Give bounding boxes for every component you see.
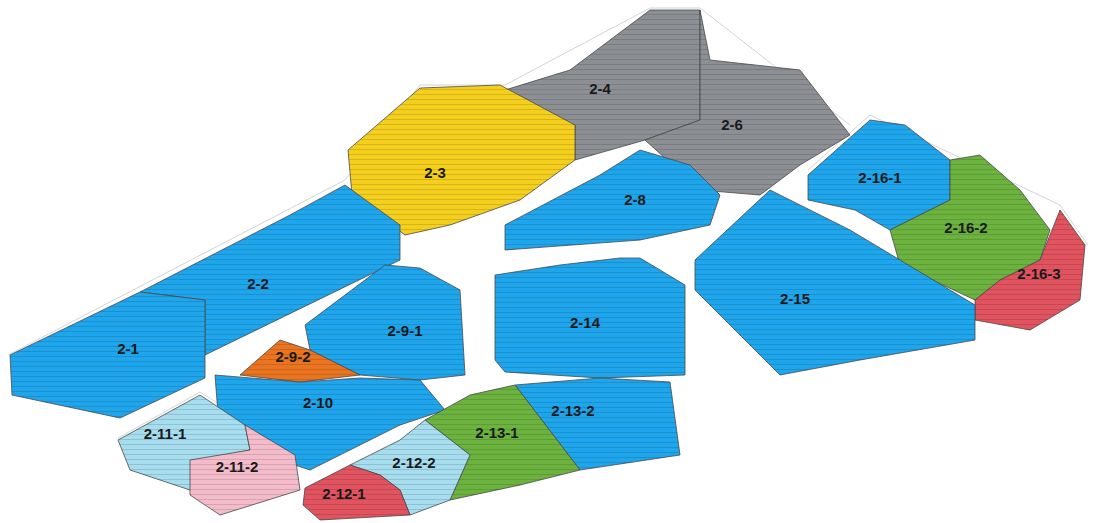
block-label: 2-16-3 <box>1017 266 1060 281</box>
building-block: 2-15 <box>695 190 975 375</box>
block-label: 2-11-1 <box>144 426 187 441</box>
building-block: 2-16-3 <box>975 210 1085 330</box>
block-label: 2-11-2 <box>216 459 259 474</box>
block-label: 2-14 <box>570 315 600 330</box>
block-label: 2-3 <box>424 165 446 180</box>
block-label: 2-1 <box>117 341 139 356</box>
block-label: 2-6 <box>721 117 743 132</box>
block-shape <box>695 190 975 375</box>
block-label: 2-10 <box>303 395 333 410</box>
block-shape <box>10 292 205 418</box>
building-block: 2-9-2 <box>240 340 360 382</box>
block-shape <box>505 150 720 250</box>
block-label: 2-16-1 <box>858 170 901 185</box>
block-label: 2-8 <box>624 192 646 207</box>
block-label: 2-4 <box>589 81 611 96</box>
block-label: 2-16-2 <box>944 220 987 235</box>
block-label: 2-9-1 <box>387 323 422 338</box>
building-block: 2-1 <box>10 292 205 418</box>
block-label: 2-13-2 <box>551 403 594 418</box>
block-label: 2-15 <box>780 291 810 306</box>
block-label: 2-12-2 <box>392 455 435 470</box>
block-label: 2-2 <box>247 276 269 291</box>
block-label: 2-9-2 <box>275 349 310 364</box>
building-block: 2-12-1 <box>303 465 410 520</box>
building-block: 2-8 <box>505 150 720 250</box>
block-label: 2-13-1 <box>475 425 518 440</box>
block-label: 2-12-1 <box>322 486 365 501</box>
building-block: 2-14 <box>495 258 685 378</box>
building-block: 2-11-2 <box>190 425 300 515</box>
